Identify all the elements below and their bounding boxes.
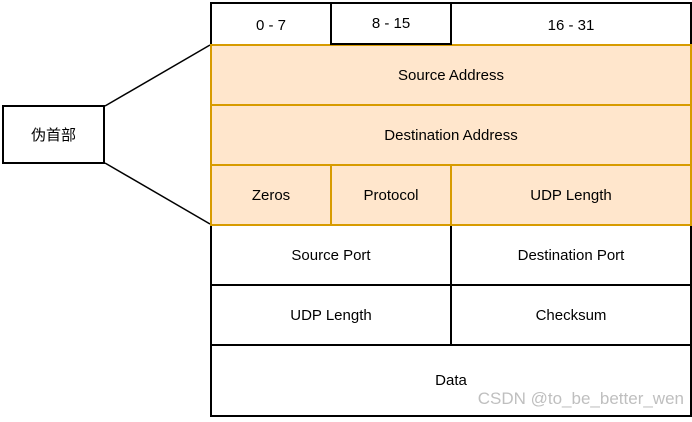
cell-source-port: Source Port: [210, 224, 452, 286]
header-cell-bits-16-31: 16 - 31: [450, 2, 692, 46]
cell-destination-port: Destination Port: [450, 224, 692, 286]
destination-port-label: Destination Port: [517, 246, 625, 264]
destination-address-label: Destination Address: [384, 126, 518, 144]
header-label-16-31: 16 - 31: [547, 16, 595, 34]
header-label-8-15: 8 - 15: [371, 15, 411, 32]
cell-data: Data: [210, 344, 692, 417]
cell-source-address: Source Address: [210, 44, 692, 106]
protocol-label: Protocol: [363, 186, 419, 204]
watermark: CSDN @to_be_better_wen: [477, 389, 684, 408]
pseudo-udp-length-label: UDP Length: [530, 186, 612, 204]
udp-length-label: UDP Length: [290, 306, 372, 324]
cell-zeros: Zeros: [210, 164, 332, 226]
zeros-label: Zeros: [251, 186, 291, 204]
header-cell-bits-0-7: 0 - 7: [210, 2, 332, 46]
checksum-label: Checksum: [535, 306, 607, 324]
connector-bottom-line: [104, 162, 211, 225]
cell-pseudo-udp-length: UDP Length: [450, 164, 692, 226]
cell-destination-address: Destination Address: [210, 104, 692, 166]
cell-protocol: Protocol: [330, 164, 452, 226]
data-label: Data: [435, 372, 467, 389]
pseudo-header-label-box: 伪首部: [2, 105, 105, 164]
header-label-0-7: 0 - 7: [255, 16, 286, 34]
pseudo-header-label: 伪首部: [30, 127, 76, 144]
header-cell-bits-8-15: 8 - 15: [330, 2, 452, 45]
connector-top-line: [104, 44, 211, 107]
cell-udp-length: UDP Length: [210, 284, 452, 346]
source-address-label: Source Address: [398, 66, 504, 84]
cell-checksum: Checksum: [450, 284, 692, 346]
source-port-label: Source Port: [291, 246, 371, 264]
